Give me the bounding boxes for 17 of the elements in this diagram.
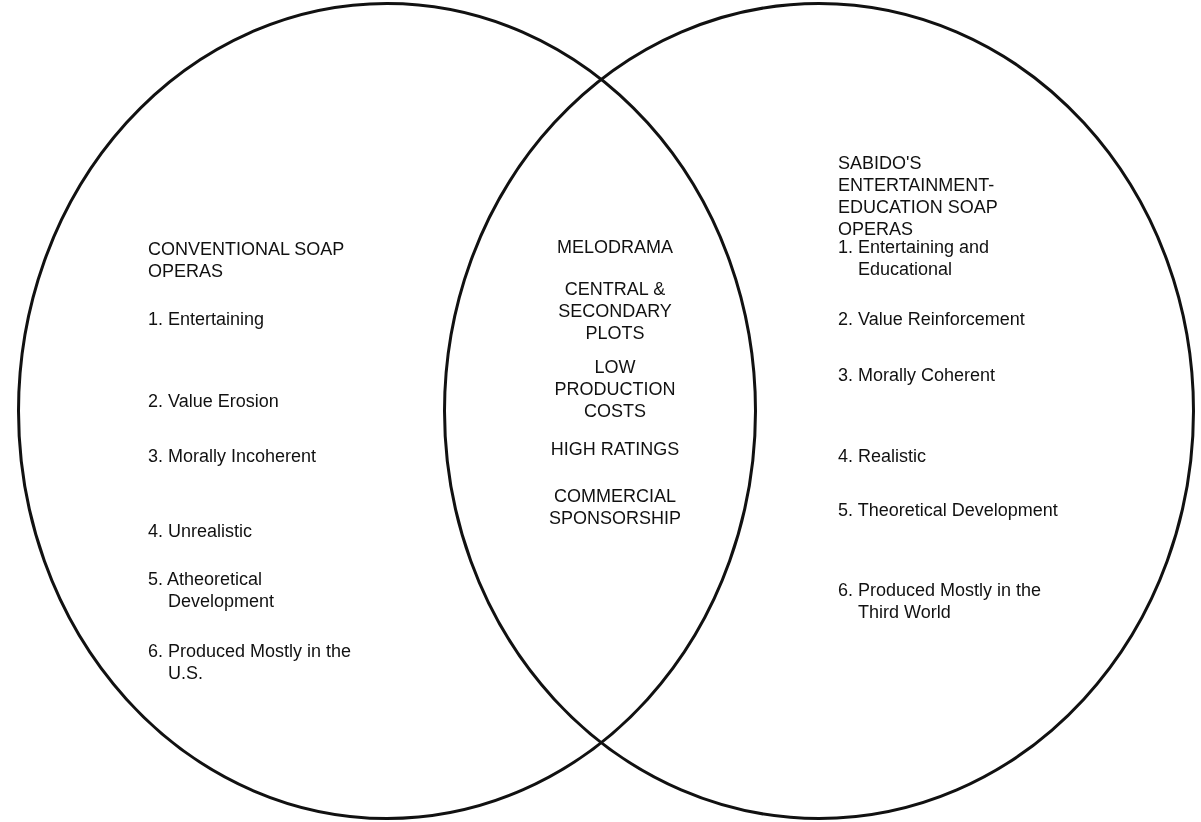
list-item: 6. Produced Mostly in the Third World xyxy=(838,579,1043,623)
shared-feature-label: LOW PRODUCTION COSTS xyxy=(553,356,677,422)
shared-feature-label: MELODRAMA xyxy=(556,236,674,258)
list-item: 4. Realistic xyxy=(838,445,928,467)
list-item: 5. Theoretical Development xyxy=(838,499,1059,521)
list-item: 2. Value Reinforcement xyxy=(838,308,1026,330)
list-item: 6. Produced Mostly in the U.S. xyxy=(148,640,353,684)
shared-feature-label: CENTRAL & SECONDARY PLOTS xyxy=(557,278,673,344)
shared-feature-label: COMMERCIAL SPONSORSHIP xyxy=(548,485,682,529)
shared-feature-label: HIGH RATINGS xyxy=(549,438,681,460)
list-item: 4. Unrealistic xyxy=(148,520,254,542)
list-item: 3. Morally Incoherent xyxy=(148,445,318,467)
list-item: 1. Entertaining xyxy=(148,308,266,330)
list-item: 3. Morally Coherent xyxy=(838,364,997,386)
set-heading: CONVENTIONAL SOAP OPERAS xyxy=(148,238,346,282)
list-item: 5. Atheoretical Development xyxy=(148,568,276,612)
list-item: 2. Value Erosion xyxy=(148,390,280,412)
